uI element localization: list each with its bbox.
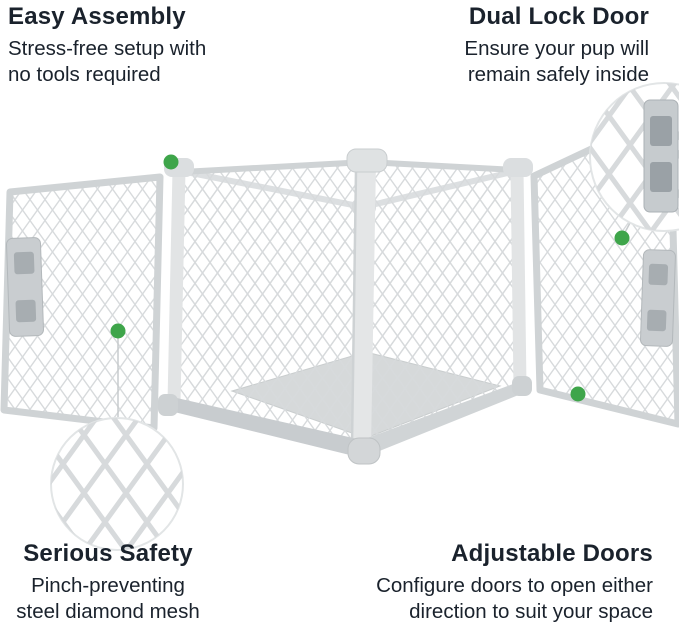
crate-posts [164, 148, 533, 458]
crate-base [158, 376, 532, 465]
feature-title: Adjustable Doors [451, 540, 653, 567]
feature-description-line: Ensure your pup will [464, 37, 649, 60]
feature-title: Easy Assembly [8, 3, 186, 30]
feature-description-line: direction to suit your space [409, 600, 653, 623]
feature-dot-serious-safety [110, 323, 126, 339]
mesh-zoom-inset [50, 417, 184, 551]
feature-dot-adjustable-doors [570, 386, 586, 402]
feature-title: Dual Lock Door [468, 3, 649, 30]
feature-description-line: remain safely inside [467, 63, 649, 86]
right-door-latch [640, 249, 676, 347]
feature-dot-easy-assembly [163, 154, 179, 170]
feature-title: Serious Safety [23, 540, 193, 567]
feature-description-line: no tools required [8, 63, 161, 86]
feature-dual-lock-door: Dual Lock Door Ensure your pup will rema… [464, 3, 649, 88]
feature-description-line: steel diamond mesh [16, 600, 200, 623]
feature-description-line: Stress-free setup with [8, 37, 207, 60]
feature-easy-assembly: Easy Assembly Stress-free setup with no … [8, 3, 206, 88]
feature-description-line: Pinch-preventing [31, 574, 185, 597]
feature-adjustable-doors: Adjustable Doors Configure doors to open… [376, 540, 653, 625]
feature-description-line: Configure doors to open either [376, 574, 653, 597]
left-door [0, 173, 164, 432]
feature-serious-safety: Serious Safety Pinch-preventing steel di… [0, 540, 216, 625]
left-door-latch [6, 237, 44, 337]
feature-dot-dual-lock [614, 230, 630, 246]
